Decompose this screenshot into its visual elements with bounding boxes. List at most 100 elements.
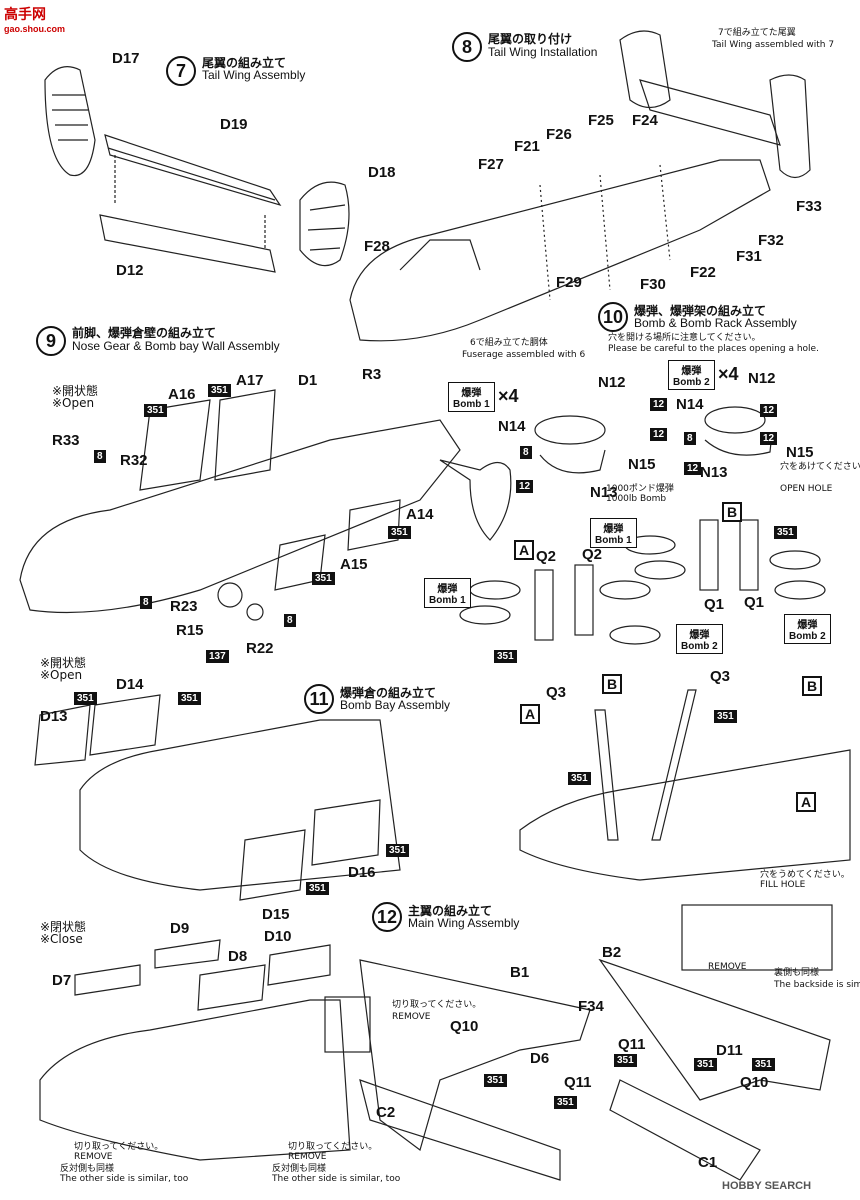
step-12-title-en: Main Wing Assembly [408,916,520,930]
otherside-note-en: The other side is similar, too [60,1174,189,1184]
color-code: 8 [94,450,106,463]
step-10-note-jp: 穴を開ける場所に注意してください。 [608,333,761,343]
color-code: 8 [684,432,696,445]
part-label: A17 [236,372,264,389]
color-code: 351 [388,526,411,539]
part-label: R23 [170,598,198,615]
rack-letter-a: A [514,540,534,560]
part-label: N15 [628,456,656,473]
part-label: Q11 [564,1074,592,1091]
remove-note-jp: 切り取ってください。 [288,1142,378,1152]
part-label: F25 [588,112,614,129]
part-label: F34 [578,998,604,1015]
tail-note-en: Tail Wing assembled with 7 [712,40,835,50]
part-label: Q2 [582,546,603,563]
part-label: F32 [758,232,784,249]
part-label: A16 [168,386,196,403]
part-label: D17 [112,50,140,67]
fuselage-note-en: Fuserage assembled with 6 [462,350,586,360]
close-note-en: ※Close [40,932,83,946]
part-label: D1 [298,372,318,389]
otherside-note-jp: 反対側も同様 [60,1164,115,1174]
step-9-number: 9 [36,326,66,356]
step-12-number: 12 [372,902,402,932]
step-11-title-jp: 爆弾倉の組み立て [340,686,437,700]
color-code: 351 [306,882,329,895]
part-label: B1 [510,964,530,981]
fuselage-drawing [349,30,811,342]
color-code: 351 [774,526,797,539]
bomb-note-en: 1000lb Bomb [606,494,667,504]
step-7-number: 7 [166,56,196,86]
open-note-en: ※Open [52,396,95,410]
open-note-jp: ※開状態 [52,384,99,398]
part-label: Q10 [740,1074,769,1091]
step-9-title-jp: 前脚、爆弾倉壁の組み立て [72,326,217,340]
color-code: 12 [684,462,702,475]
fill-hole-jp: 穴をうめてください。 [760,870,850,880]
color-code: 12 [650,398,668,411]
color-code: 351 [494,650,517,663]
step-7-title-en: Tail Wing Assembly [202,68,306,82]
part-label: N12 [598,374,626,391]
color-code: 351 [208,384,231,397]
step-8-title-jp: 尾翼の取り付け [488,32,573,46]
remove-note-jp: 切り取ってください。 [74,1142,164,1152]
part-label: D15 [262,906,290,923]
color-code: 351 [312,572,335,585]
step-12-title-jp: 主翼の組み立て [408,904,493,918]
part-label: R33 [52,432,80,449]
step-8-number: 8 [452,32,482,62]
part-label: F27 [478,156,504,173]
times-4: ×4 [498,386,519,406]
part-label: F33 [796,198,822,215]
color-code: 12 [760,404,778,417]
part-label: A14 [406,506,434,523]
part-label: D7 [52,972,72,989]
part-label: D9 [170,920,190,937]
step-10-title-jp: 爆弾、爆弾架の組み立て [634,304,767,318]
part-label: D10 [264,928,292,945]
part-label: N14 [676,396,704,413]
color-code: 351 [144,404,167,417]
color-code: 351 [554,1096,577,1109]
color-code: 8 [284,614,296,627]
hobby-search-watermark: HOBBY SEARCH [722,1180,812,1192]
part-label: D13 [40,708,68,725]
open-note-en: ※Open [40,668,83,682]
remove-note-en: REMOVE [288,1152,327,1162]
part-label: D6 [530,1050,550,1067]
part-label: F28 [364,238,390,255]
remove-note-jp: 切り取ってください。 [392,1000,482,1010]
part-label: B2 [602,944,622,961]
remove-note-en: REMOVE [74,1152,113,1162]
open-hole-jp: 穴をあけてください。 [780,462,860,472]
part-label: R15 [176,622,204,639]
step-10-number: 10 [598,302,628,332]
remove-note-en: REMOVE [708,962,747,972]
watermark-brand: 高手网 [4,6,46,22]
part-label: F29 [556,274,582,291]
color-code: 8 [140,596,152,609]
times-4: ×4 [718,364,739,384]
part-label: N14 [498,418,526,435]
watermark-url: gao.shou.com [4,24,66,34]
fuselage-note-jp: 6で組み立てた胴体 [470,338,548,348]
part-label: F30 [640,276,666,293]
part-label: F31 [736,248,762,265]
bomb-note-jp: 1000ポンド爆弾 [606,484,674,494]
step-8-title-en: Tail Wing Installation [488,45,598,59]
color-code: 351 [614,1054,637,1067]
rack-letter-b: B [722,502,742,522]
part-label: N13 [590,484,618,501]
part-label: N15 [786,444,814,461]
color-code: 12 [760,432,778,445]
step-11-number: 11 [304,684,334,714]
part-label: D11 [716,1042,743,1059]
part-label: D19 [220,116,248,133]
color-code: 351 [178,692,201,705]
